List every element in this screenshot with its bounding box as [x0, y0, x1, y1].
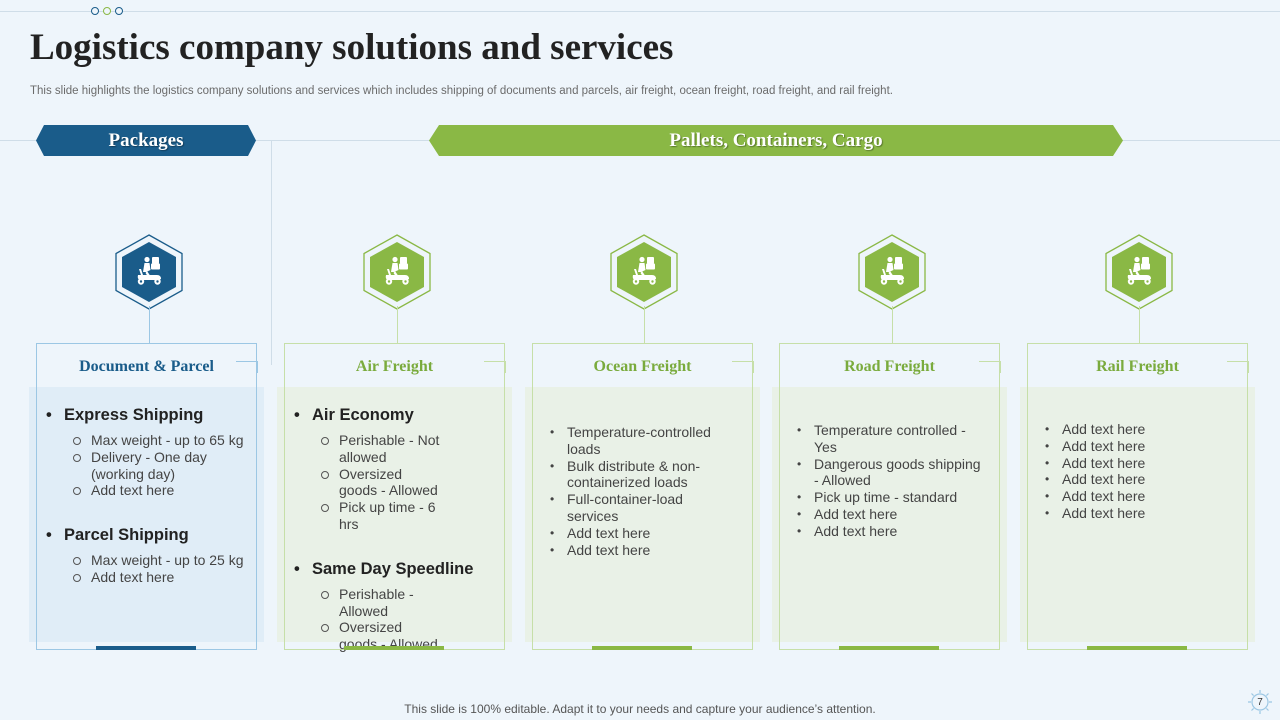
card-content: Add text hereAdd text hereAdd text hereA…: [1037, 421, 1237, 522]
gear-icon: [1248, 690, 1272, 714]
list-item: Add text here: [1037, 505, 1237, 522]
page-title: Logistics company solutions and services: [30, 27, 674, 68]
list-item: Add text here: [1037, 471, 1237, 488]
list-item: Oversized goods - Allowed: [294, 466, 444, 500]
corner-tick: [732, 361, 754, 373]
list-item: Delivery - One day (working day): [46, 449, 251, 483]
connector-line: [397, 306, 398, 344]
list-item: Pick up time - standard: [789, 489, 989, 506]
hexagon-badge: [1105, 234, 1173, 310]
card-title: Road Freight: [844, 358, 935, 375]
card-title: Rail Freight: [1096, 358, 1179, 375]
service-icon-document-and-parcel: [111, 234, 187, 310]
service-card-ocean-freight: Ocean FreightTemperature-controlled load…: [525, 343, 760, 650]
card-accent-bar: [344, 646, 444, 650]
service-icon-ocean-freight: [606, 234, 682, 310]
group-heading: •Parcel Shipping: [46, 526, 189, 545]
group-heading: •Same Day Speedline: [294, 559, 474, 578]
connector-line: [1139, 306, 1140, 344]
corner-tick: [484, 361, 506, 373]
card-title: Air Freight: [355, 358, 434, 375]
list-item: Bulk distribute & non-containerized load…: [542, 458, 717, 492]
card-accent-bar: [592, 646, 692, 650]
card-accent-bar: [1087, 646, 1187, 650]
dot-icon: [115, 7, 123, 15]
corner-tick: [236, 361, 258, 373]
service-icon-rail-freight: [1101, 234, 1177, 310]
list-item: Add text here: [1037, 421, 1237, 438]
list-item: Pick up time - 6 hrs: [294, 499, 444, 533]
list-item: Add text here: [789, 506, 989, 523]
packages-banner: Packages: [36, 125, 256, 156]
hexagon-badge: [115, 234, 183, 310]
card-accent-bar: [839, 646, 939, 650]
list-item: Max weight - up to 25 kg: [46, 552, 251, 569]
list-item: Add text here: [1037, 488, 1237, 505]
list-item: Full-container-load services: [542, 491, 717, 525]
list-item: Dangerous goods shipping - Allowed: [789, 456, 989, 490]
list-item: Add text here: [1037, 455, 1237, 472]
section-divider: [271, 140, 272, 365]
list-item: Add text here: [789, 523, 989, 540]
service-card-rail-freight: Rail FreightAdd text hereAdd text hereAd…: [1020, 343, 1255, 650]
delivery-scooter-icon: [880, 256, 904, 285]
hexagon-badge: [610, 234, 678, 310]
service-card-road-freight: Road FreightTemperature controlled - Yes…: [772, 343, 1007, 650]
service-icon-air-freight: [359, 234, 435, 310]
list-item: Max weight - up to 65 kg: [46, 432, 251, 449]
footer-note: This slide is 100% editable. Adapt it to…: [404, 702, 876, 716]
card-title: Ocean Freight: [593, 358, 692, 375]
list-item: Temperature controlled - Yes: [789, 422, 989, 456]
card-panel: [277, 387, 512, 642]
hexagon-badge: [858, 234, 926, 310]
card-panel: [29, 387, 264, 642]
dot-icon: [103, 7, 111, 15]
connector-line: [149, 306, 150, 344]
list-item: Perishable - Allowed: [294, 586, 444, 620]
list-item: Add text here: [542, 525, 717, 542]
decorative-dots: [91, 7, 123, 15]
list-item: Add text here: [46, 482, 251, 499]
list-item: Add text here: [46, 569, 251, 586]
delivery-scooter-icon: [1127, 256, 1151, 285]
card-accent-bar: [96, 646, 196, 650]
card-content: Temperature-controlled loadsBulk distrib…: [542, 424, 717, 558]
top-rule: [0, 11, 1280, 12]
corner-tick: [979, 361, 1001, 373]
connector-line: [644, 306, 645, 344]
dot-icon: [91, 7, 99, 15]
card-content: Temperature controlled - YesDangerous go…: [789, 422, 989, 540]
corner-tick: [1227, 361, 1249, 373]
page-number-badge: 7: [1246, 688, 1274, 716]
delivery-scooter-icon: [385, 256, 409, 285]
list-item: Temperature-controlled loads: [542, 424, 717, 458]
service-icon-road-freight: [854, 234, 930, 310]
list-item: Add text here: [542, 542, 717, 559]
hexagon-badge: [363, 234, 431, 310]
group-heading: •Express Shipping: [46, 406, 204, 424]
connector-line: [892, 306, 893, 344]
list-item: Add text here: [1037, 438, 1237, 455]
card-title: Document & Parcel: [79, 358, 214, 375]
group-heading: •Air Economy: [294, 406, 414, 424]
page-subtitle: This slide highlights the logistics comp…: [30, 85, 893, 97]
page-number: 7: [1257, 696, 1263, 708]
pallets-banner: Pallets, Containers, Cargo: [429, 125, 1123, 156]
list-item: Perishable - Not allowed: [294, 432, 444, 466]
